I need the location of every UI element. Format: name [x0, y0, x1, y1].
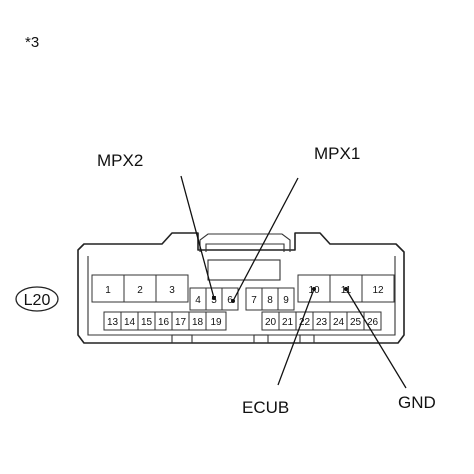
gnd-pin-dot	[344, 287, 348, 291]
pin-20: 20	[265, 317, 277, 328]
mpx2-pin-dot	[212, 296, 216, 300]
pin-7: 7	[251, 295, 257, 306]
ecub-leader	[277, 288, 315, 386]
bottom-row-pins: 13 14 15 16 17 18 19 20 21 22 23 24 25 2…	[103, 311, 382, 331]
mpx1-pin-dot	[231, 299, 235, 303]
pin-12: 12	[372, 285, 384, 296]
pin-16: 16	[158, 317, 170, 328]
pin-24: 24	[333, 317, 345, 328]
pin-5: 5	[211, 295, 217, 306]
pin-23: 23	[316, 317, 328, 328]
pin-8: 8	[267, 295, 273, 306]
gnd-leader	[345, 288, 407, 389]
pin-22: 22	[299, 317, 311, 328]
pin-19: 19	[210, 317, 222, 328]
pin-15: 15	[141, 317, 153, 328]
ecub-pin-dot	[312, 287, 316, 291]
pin-18: 18	[192, 317, 204, 328]
pin-21: 21	[282, 317, 294, 328]
pin-1: 1	[105, 285, 111, 296]
pin-6: 6	[227, 295, 233, 306]
pin-9: 9	[283, 295, 289, 306]
connector-code: L20	[24, 292, 51, 309]
gnd-label: GND	[398, 393, 436, 412]
pin-26: 26	[367, 317, 379, 328]
mpx2-leader	[180, 175, 215, 299]
pin-4: 4	[195, 295, 201, 306]
ecub-label: ECUB	[242, 398, 289, 417]
pin-2: 2	[137, 285, 143, 296]
top-row-pins: 1 2 3 4 5 6 7 8 9 10 11 12	[91, 274, 395, 311]
pin-17: 17	[175, 317, 187, 328]
mpx1-leader	[232, 177, 299, 302]
pin-13: 13	[107, 317, 119, 328]
figure-note: *3	[25, 34, 39, 51]
pin-14: 14	[124, 317, 136, 328]
pin-3: 3	[169, 285, 175, 296]
connector-code-badge: L20	[15, 286, 59, 312]
mpx2-label: MPX2	[97, 151, 143, 170]
mpx1-label: MPX1	[314, 144, 360, 163]
pin-25: 25	[350, 317, 362, 328]
